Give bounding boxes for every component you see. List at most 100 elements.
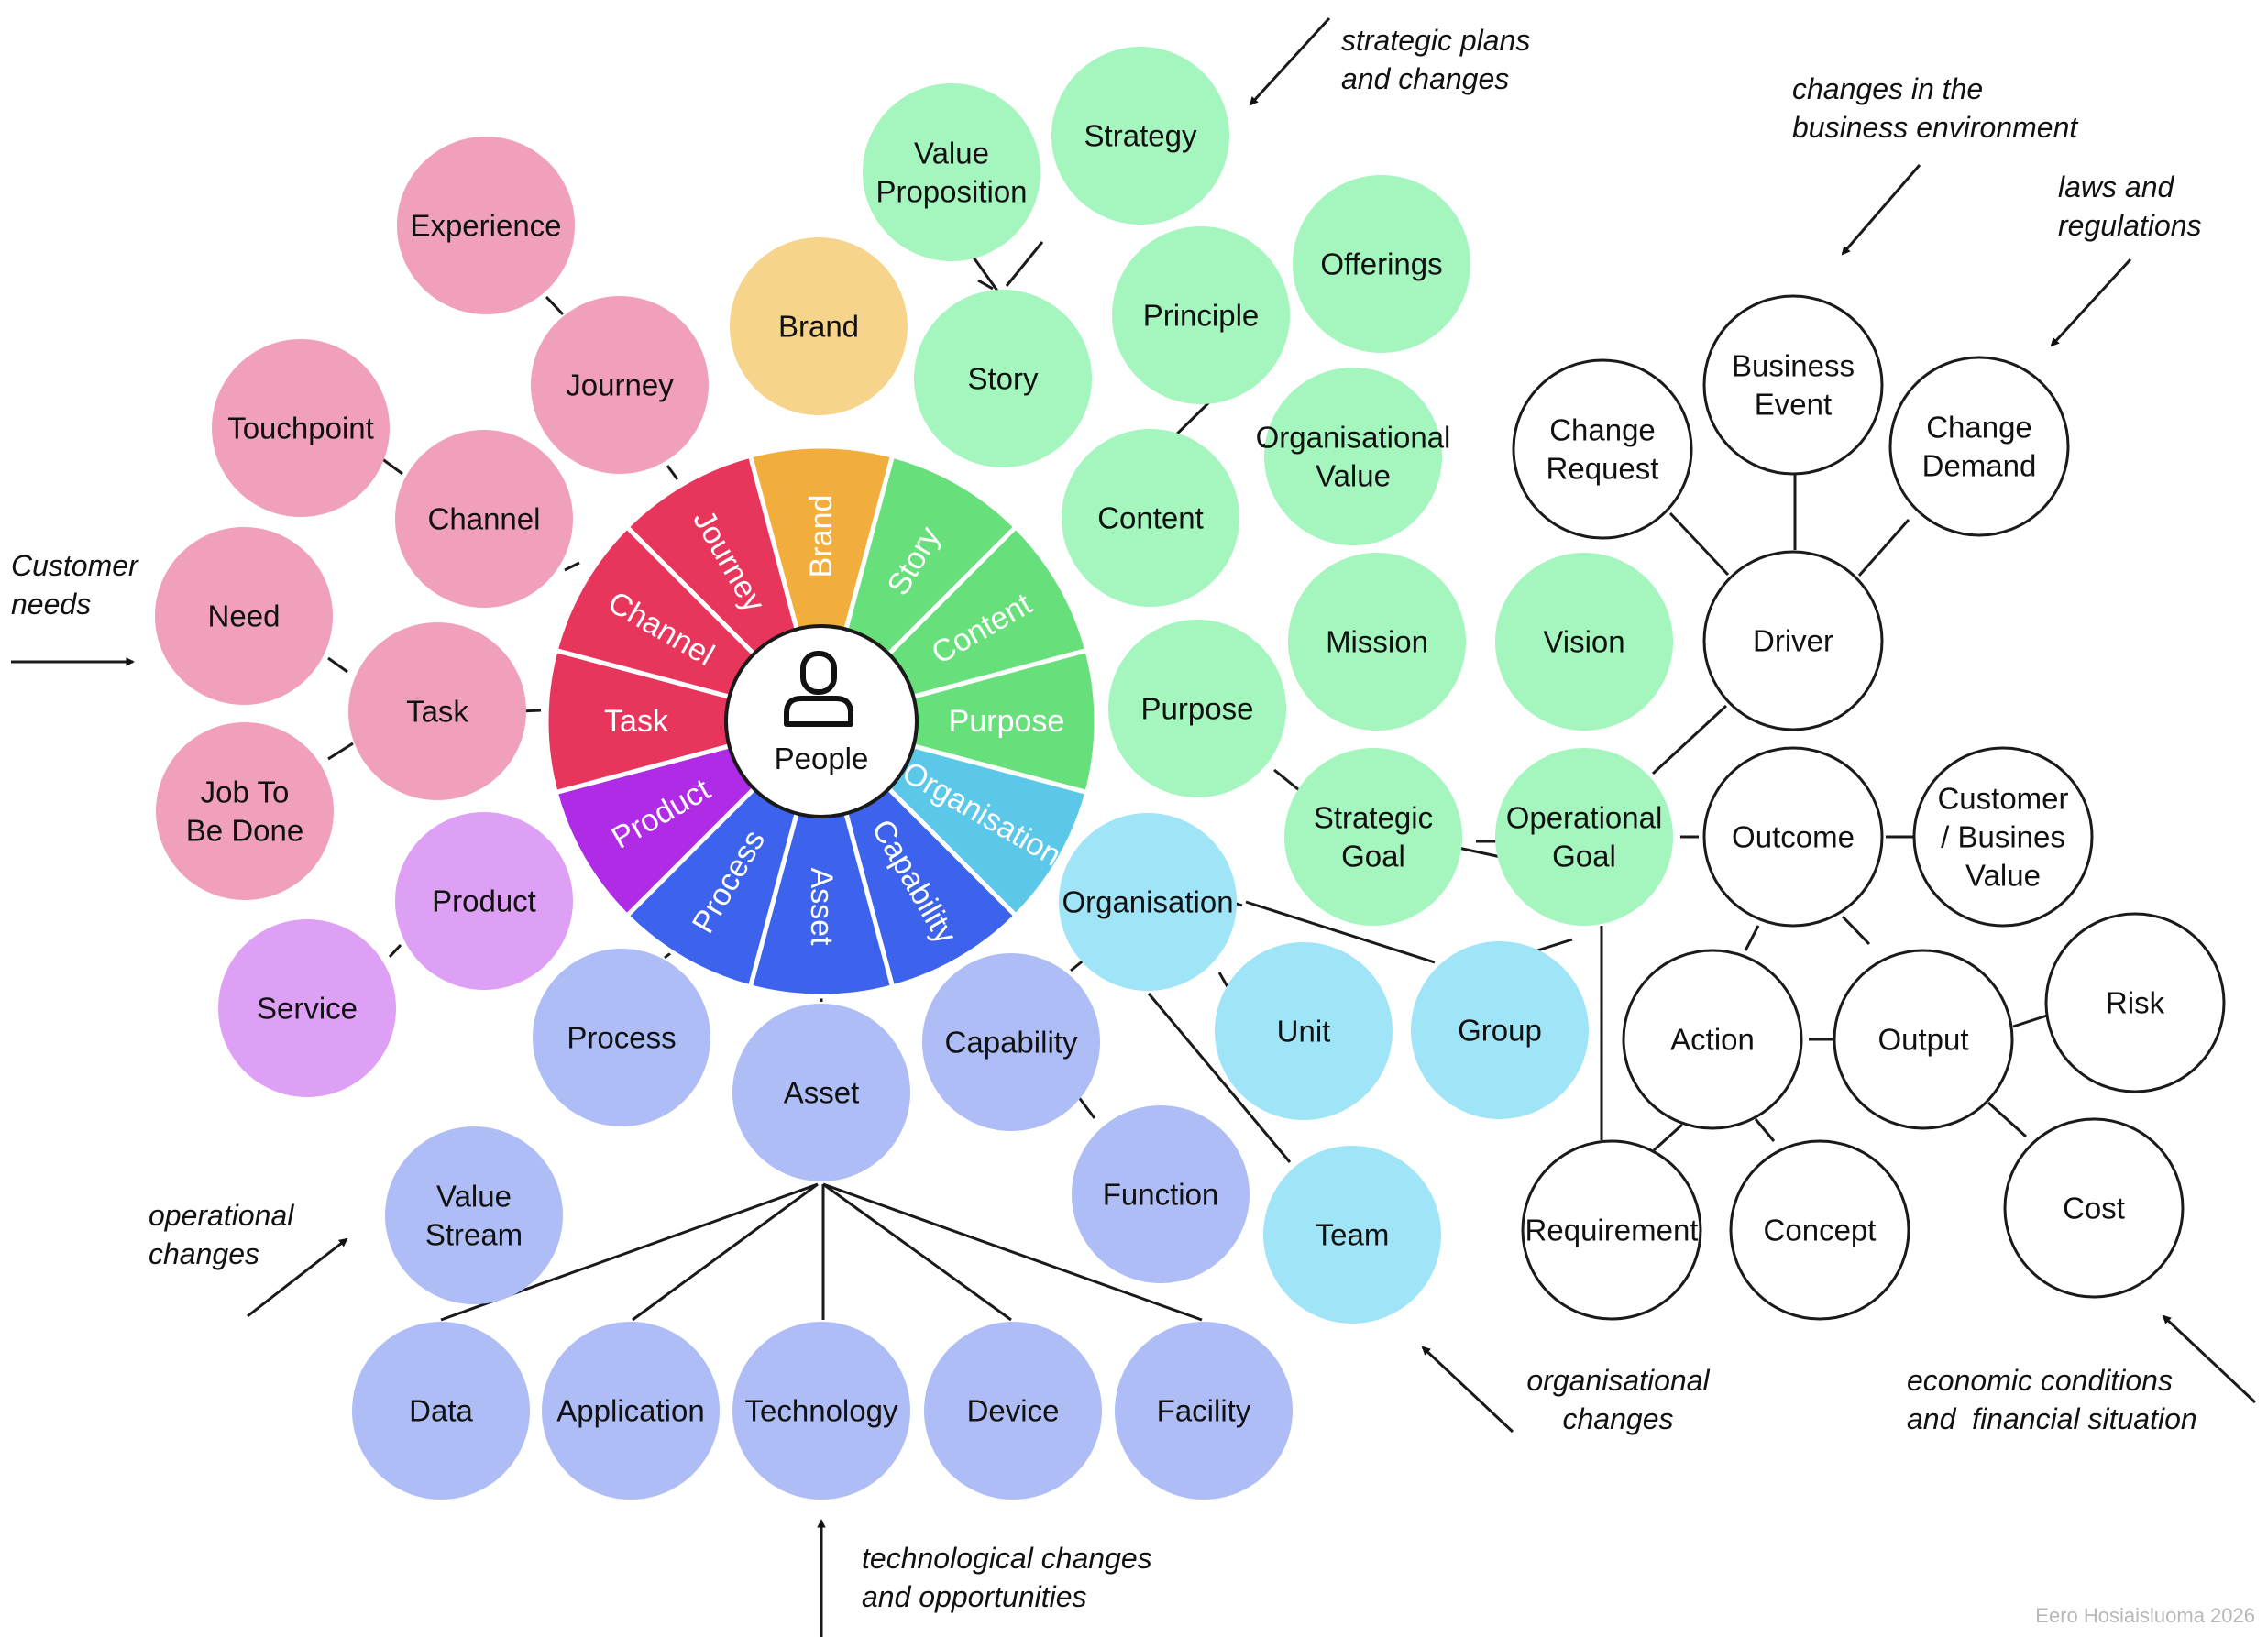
node-need[interactable]: Need — [155, 527, 333, 705]
node-label: Demand — [1922, 449, 2037, 483]
node-device[interactable]: Device — [924, 1322, 1102, 1500]
node-process[interactable]: Process — [533, 949, 710, 1126]
node-touchpoint[interactable]: Touchpoint — [212, 339, 390, 517]
node-label: Strategy — [1084, 119, 1197, 153]
node-risk[interactable]: Risk — [2044, 912, 2226, 1093]
node-task[interactable]: Task — [348, 622, 526, 800]
node-story[interactable]: Story — [914, 290, 1092, 467]
node-circle — [924, 1322, 1102, 1500]
node-circle — [531, 296, 709, 474]
node-cost[interactable]: Cost — [2003, 1117, 2185, 1299]
node-capability[interactable]: Capability — [922, 953, 1100, 1131]
node-purpose[interactable]: Purpose — [1108, 620, 1286, 797]
node-label: Process — [567, 1021, 676, 1055]
node-offerings[interactable]: Offerings — [1293, 175, 1470, 353]
wheel-segment-brand[interactable] — [747, 444, 896, 731]
node-circle — [156, 722, 334, 900]
node-circle — [212, 339, 390, 517]
node-circle — [914, 290, 1092, 467]
node-circle — [1115, 1322, 1293, 1500]
node-label: Value — [436, 1180, 512, 1214]
node-label: Requirement — [1525, 1214, 1699, 1247]
annotation-economic: and financial situation — [1907, 1402, 2197, 1435]
node-team[interactable]: Team — [1263, 1146, 1441, 1324]
annotation-strategic: and changes — [1341, 62, 1509, 95]
node-label: Cost — [2063, 1192, 2125, 1225]
node-facility[interactable]: Facility — [1115, 1322, 1293, 1500]
node-technology[interactable]: Technology — [732, 1322, 910, 1500]
node-circle — [1284, 748, 1462, 926]
node-journey[interactable]: Journey — [531, 296, 709, 474]
wheel-segment-task[interactable] — [544, 647, 831, 796]
node-circle — [218, 919, 396, 1097]
wheel-segment-purpose[interactable] — [812, 647, 1099, 796]
node-label: Organisation — [1062, 885, 1233, 919]
node-label: Request — [1547, 452, 1659, 486]
node-organisation[interactable]: Organisation — [1059, 813, 1237, 991]
node-label: Service — [257, 992, 358, 1026]
node-product[interactable]: Product — [395, 812, 573, 990]
node-driver[interactable]: Driver — [1702, 550, 1884, 731]
annotation-customer: needs — [11, 588, 91, 621]
node-label: Value — [1965, 859, 2041, 893]
node-output[interactable]: Output — [1833, 949, 2014, 1130]
node-label: Value — [1316, 459, 1391, 493]
node-data[interactable]: Data — [352, 1322, 530, 1500]
node-function[interactable]: Function — [1072, 1105, 1250, 1283]
node-principle[interactable]: Principle — [1112, 226, 1290, 404]
annotation-operational: operational — [149, 1199, 294, 1232]
node-circle — [732, 1004, 910, 1181]
node-concept[interactable]: Concept — [1729, 1139, 1910, 1321]
node-circle — [1702, 294, 1884, 476]
people-center[interactable]: People — [724, 624, 919, 818]
node-circle — [1495, 553, 1673, 731]
node-label: Product — [432, 884, 536, 918]
node-circle — [1263, 1146, 1441, 1324]
node-outcome[interactable]: Outcome — [1702, 746, 1884, 928]
node-label: Concept — [1764, 1214, 1877, 1247]
annotation-business-env: business environment — [1792, 111, 2078, 144]
node-label: Driver — [1753, 624, 1833, 658]
wheel-segment-asset[interactable] — [747, 712, 896, 999]
node-group[interactable]: Group — [1411, 941, 1589, 1119]
node-asset[interactable]: Asset — [732, 1004, 910, 1181]
node-label: Customer — [1937, 782, 2068, 816]
node-strategy[interactable]: Strategy — [1051, 47, 1229, 225]
node-circle — [1729, 1139, 1910, 1321]
node-label: Function — [1103, 1178, 1219, 1212]
node-circle — [1702, 746, 1884, 928]
node-circle — [533, 949, 710, 1126]
node-label: Group — [1458, 1014, 1542, 1048]
node-label: Proposition — [875, 175, 1027, 209]
node-service[interactable]: Service — [218, 919, 396, 1097]
node-action[interactable]: Action — [1622, 949, 1803, 1130]
node-circle — [1622, 949, 1803, 1130]
node-circle — [1293, 175, 1470, 353]
node-circle — [1495, 748, 1673, 926]
node-label: Brand — [778, 310, 859, 344]
node-application[interactable]: Application — [542, 1322, 720, 1500]
node-brand[interactable]: Brand — [730, 237, 908, 415]
node-vision[interactable]: Vision — [1495, 553, 1673, 731]
node-requirement[interactable]: Requirement — [1521, 1139, 1702, 1321]
node-content[interactable]: Content — [1062, 429, 1239, 607]
node-experience[interactable]: Experience — [397, 137, 575, 314]
node-unit[interactable]: Unit — [1215, 942, 1393, 1120]
node-label: Vision — [1543, 625, 1624, 659]
node-label: Event — [1755, 388, 1832, 422]
node-mission[interactable]: Mission — [1288, 553, 1466, 731]
node-channel[interactable]: Channel — [395, 430, 573, 608]
node-label: Strategic — [1314, 801, 1433, 835]
